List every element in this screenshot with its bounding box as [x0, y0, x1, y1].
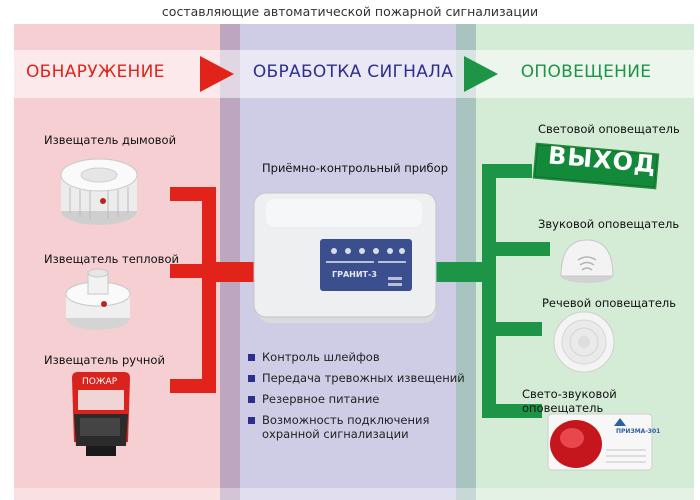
feature-item: Резервное питание	[248, 392, 468, 406]
header-notification: ОПОВЕЩЕНИЕ	[520, 62, 652, 82]
smoke-detector-label: Извещатель дымовой	[44, 133, 177, 147]
light-notifier-label: Световой оповещатель	[538, 122, 680, 136]
sound-notifier-label: Звуковой оповещатель	[538, 217, 680, 231]
manual-call-point-text: ПОЖАР	[82, 377, 118, 387]
manual-call-point-icon	[72, 372, 130, 456]
header-detection: ОБНАРУЖЕНИЕ	[26, 62, 165, 82]
sound-notifier-icon	[560, 239, 614, 283]
siren-brand: ПРИЗМА-301	[616, 428, 661, 435]
light-sound-notifier-icon	[547, 413, 653, 471]
exit-sign-icon	[532, 142, 660, 190]
footer-band	[14, 488, 694, 500]
heat-detector-icon	[65, 268, 131, 330]
control-panel-label: Приёмно-контрольный прибор	[262, 161, 448, 175]
header-band	[14, 50, 694, 98]
feature-item: Возможность подключения охранной сигнали…	[248, 413, 468, 441]
feature-item: Передача тревожных извещений	[248, 371, 468, 385]
control-panel-brand: ГРАНИТ-3	[332, 270, 377, 279]
control-panel-device-icon	[253, 192, 437, 323]
voice-notifier-label: Речевой оповещатель	[542, 296, 677, 310]
notification-bracket	[436, 164, 550, 418]
smoke-detector-icon	[60, 158, 138, 225]
voice-notifier-icon	[553, 311, 615, 373]
manual-call-point-label: Извещатель ручной	[44, 353, 165, 367]
feature-list: Контроль шлейфов Передача тревожных изве…	[248, 350, 468, 448]
arrow-green-icon	[464, 56, 498, 92]
page-title: составляющие автоматической пожарной сиг…	[161, 4, 539, 19]
header-processing: ОБРАБОТКА СИГНАЛА	[252, 62, 454, 82]
light-sound-notifier-label: Свето-звуковой оповещатель	[522, 387, 617, 415]
arrow-red-icon	[200, 56, 234, 92]
heat-detector-label: Извещатель тепловой	[44, 252, 179, 266]
feature-item: Контроль шлейфов	[248, 350, 468, 364]
detection-bracket	[170, 187, 262, 393]
